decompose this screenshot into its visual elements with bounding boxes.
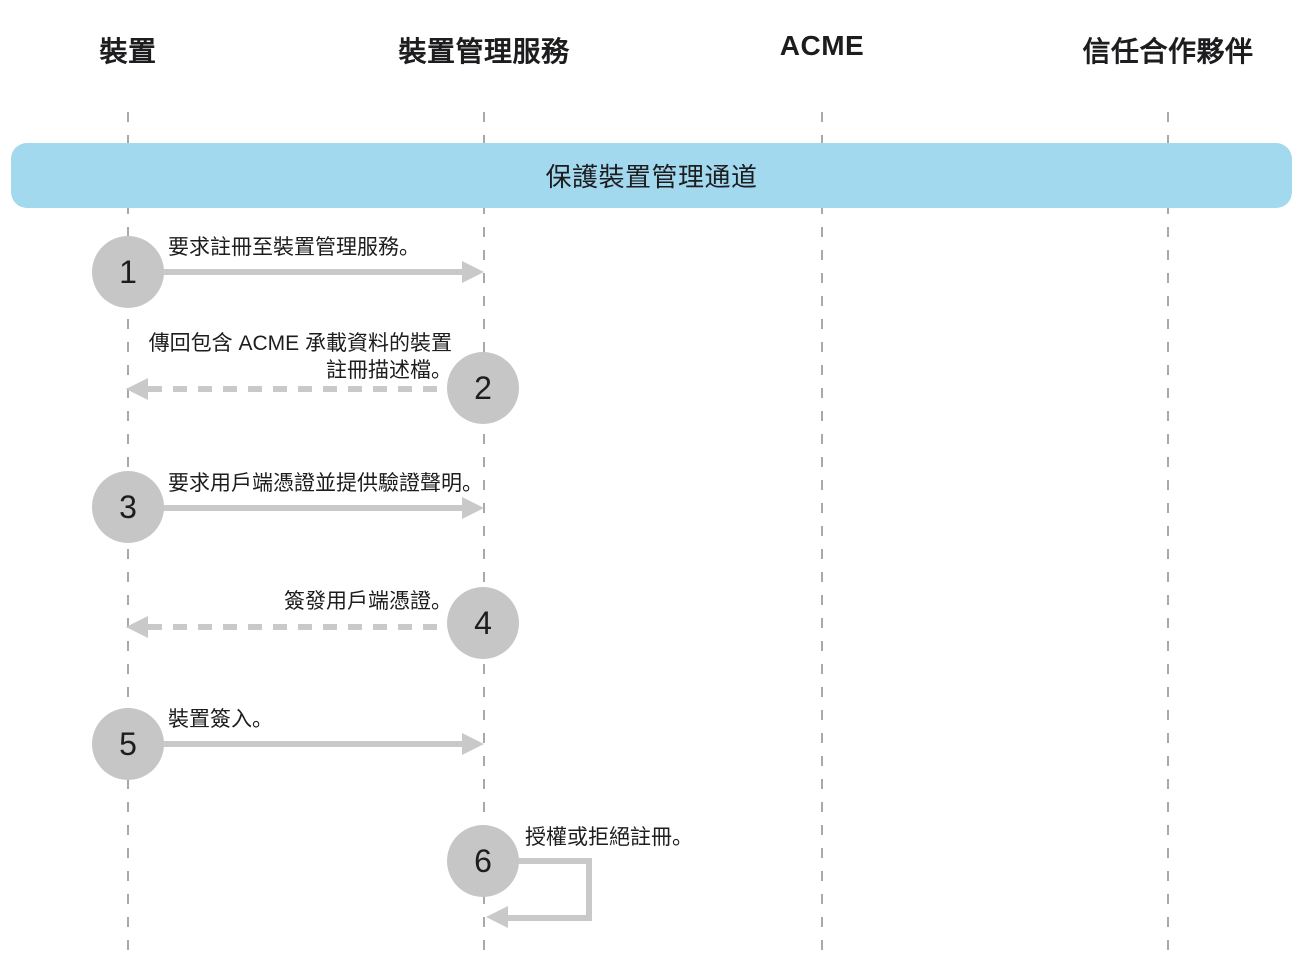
step-1-arrowhead-right-icon xyxy=(462,261,484,283)
actor-header-partner: 信任合作夥伴 xyxy=(1082,36,1254,67)
step-3-arrowhead-right-icon xyxy=(462,497,484,519)
step-1-number: 1 xyxy=(119,253,137,290)
lifeline-mdm xyxy=(483,112,485,952)
step-6-circle: 6 xyxy=(447,825,519,897)
step-5-arrow-line xyxy=(160,741,462,747)
lifeline-acme xyxy=(821,112,823,952)
step-2-arrowhead-left-icon xyxy=(126,378,148,400)
step-5-number: 5 xyxy=(119,725,137,762)
step-4-number: 4 xyxy=(474,604,492,641)
actor-header-mdm: 裝置管理服務 xyxy=(398,36,570,67)
step-6-arrowhead-left-icon xyxy=(486,906,508,928)
step-5-arrowhead-right-icon xyxy=(462,733,484,755)
step-3-circle: 3 xyxy=(92,471,164,543)
step-3-arrow-line xyxy=(160,505,462,511)
step-4-circle: 4 xyxy=(447,587,519,659)
step-1-arrow-line xyxy=(160,269,462,275)
step-6-label: 授權或拒絕註冊。 xyxy=(525,826,693,849)
step-4-arrow-line xyxy=(148,624,449,630)
step-4-label: 簽發用戶端憑證。 xyxy=(284,590,452,613)
step-3-label: 要求用戶端憑證並提供驗證聲明。 xyxy=(168,472,483,495)
step-2-circle: 2 xyxy=(447,352,519,424)
step-4-arrowhead-left-icon xyxy=(126,616,148,638)
step-5-circle: 5 xyxy=(92,708,164,780)
actor-header-device: 裝置 xyxy=(99,36,157,67)
step-6-self-loop-line xyxy=(508,858,592,921)
secure-channel-banner: 保護裝置管理通道 xyxy=(11,143,1292,208)
step-2-label-line-1: 傳回包含 ACME 承載資料的裝置 xyxy=(148,332,452,355)
lifeline-partner xyxy=(1167,112,1169,952)
step-2-number: 2 xyxy=(474,369,492,406)
step-5-label: 裝置簽入。 xyxy=(168,708,273,731)
step-1-circle: 1 xyxy=(92,236,164,308)
step-1-label: 要求註冊至裝置管理服務。 xyxy=(168,236,420,259)
secure-channel-banner-label: 保護裝置管理通道 xyxy=(545,162,758,192)
step-6-number: 6 xyxy=(474,842,492,879)
actor-header-acme: ACME xyxy=(779,30,865,61)
step-2-arrow-line xyxy=(148,386,449,392)
step-3-number: 3 xyxy=(119,488,137,525)
step-2-label: 傳回包含 ACME 承載資料的裝置 註冊描述檔。 xyxy=(149,330,452,384)
step-2-label-line-2: 註冊描述檔。 xyxy=(326,359,452,382)
